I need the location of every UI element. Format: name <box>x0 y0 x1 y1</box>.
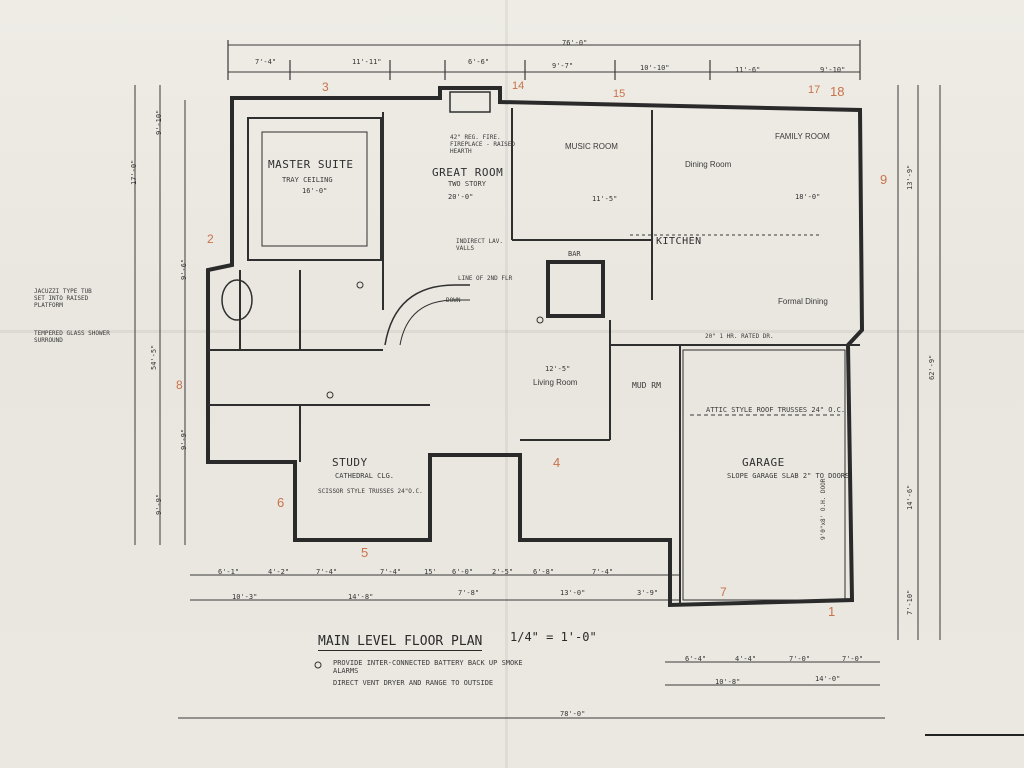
room-label-music-room: MUSIC ROOM <box>565 142 618 151</box>
dim-top-7: 9'-10" <box>820 66 846 74</box>
mark: 6 <box>277 495 285 510</box>
mark: 17 <box>808 84 821 96</box>
jacuzzi-note: JACUZZI TYPE TUB SET INTO RAISED PLATFOR… <box>34 288 92 309</box>
dim-bottom2-1: 10'-3" <box>232 593 258 601</box>
music-room-dim: 11'-5" <box>592 195 618 203</box>
dim-bottom-9: 7'-4" <box>592 568 614 576</box>
dim-top-2: 11'-11" <box>352 58 382 66</box>
dim-bottom-1: 6'-1" <box>218 568 240 576</box>
dim-garage-1: 6'-4" <box>685 655 707 663</box>
room-label-formal-dining: Formal Dining <box>778 297 828 306</box>
dim-bottom2-5: 3'-9" <box>637 589 659 597</box>
dim-top-3: 6'-6" <box>468 58 490 66</box>
dim-left-4: 9'-6" <box>180 258 188 280</box>
dim-left-1: 17'-0" <box>130 159 138 185</box>
note-dryer-range: DIRECT VENT DRYER AND RANGE TO OUTSIDE <box>333 679 494 687</box>
dim-top-5: 10'-10" <box>640 64 670 72</box>
room-label-great-room: GREAT ROOM <box>432 166 504 179</box>
dim-garage-3: 7'-0" <box>789 655 811 663</box>
dim-garage-4: 7'-0" <box>842 655 864 663</box>
attic-note: ATTIC STYLE ROOF TRUSSES 24" O.C. <box>706 406 846 414</box>
great-room-dim: 20'-0" <box>448 193 474 201</box>
room-label-living-room: Living Room <box>533 378 578 387</box>
great-room-note: TWO STORY <box>448 180 486 188</box>
dim-right-1: 13'-9" <box>906 164 914 190</box>
master-suite-note: TRAY CEILING <box>282 176 333 184</box>
room-label-mud-rm: MUD RM <box>632 381 661 390</box>
line-above-note: LINE OF 2ND FLR <box>458 275 513 282</box>
dim-bottom2-3: 7'-8" <box>458 589 480 597</box>
garage-door-note: 9'0"x8' O.H. DOOR <box>820 478 827 540</box>
room-label-bar: BAR <box>568 250 581 258</box>
dim-bottom-4: 7'-4" <box>380 568 402 576</box>
dim-top-1: 7'-4" <box>255 58 277 66</box>
fold-line <box>505 0 508 768</box>
dim-bottom-2: 4'-2" <box>268 568 290 576</box>
dim-bottom-8: 6'-8" <box>533 568 555 576</box>
dim-right-3: 7'-10" <box>906 589 914 615</box>
mark: 3 <box>322 80 329 94</box>
dim-garage-6: 14'-0" <box>815 675 841 683</box>
dim-overall-top: 76'-0" <box>562 39 588 47</box>
mark: 7 <box>720 585 727 599</box>
mark: 18 <box>830 84 845 99</box>
dim-top-6: 11'-6" <box>735 66 761 74</box>
study-note-2: SCISSOR STYLE TRUSSES 24"O.C. <box>318 488 423 495</box>
room-label-kitchen: KITCHEN <box>656 236 702 247</box>
living-room-dim: 12'-5" <box>545 365 571 373</box>
dim-overall-bottom: 78'-0" <box>560 710 586 718</box>
mark: 15 <box>613 88 626 100</box>
dim-left-5: 9'-9" <box>155 493 163 515</box>
dim-left-3: 9'-9" <box>180 428 188 450</box>
garage-note: SLOPE GARAGE SLAB 2" TO DOORS <box>727 472 850 480</box>
dim-garage-5: 10'-8" <box>715 678 741 686</box>
fireplace-note: 42" REG. FIRE. FIREPLACE - RAISED HEARTH <box>450 134 516 155</box>
room-label-dining-room: Dining Room <box>685 160 732 169</box>
dim-bottom-3: 7'-4" <box>316 568 338 576</box>
room-label-study: STUDY <box>332 456 368 469</box>
fold-line <box>0 330 1024 333</box>
dim-left-total: 54'-5" <box>150 344 158 370</box>
dim-left-2: 9'-10" <box>155 109 163 135</box>
dim-bottom-5: 15' <box>424 568 437 576</box>
dim-right-total: 62'-9" <box>928 354 936 380</box>
indirect-note: INDIRECT LAV. VALLS <box>456 238 503 252</box>
master-suite-dim: 16'-0" <box>302 187 328 195</box>
mark: 8 <box>176 378 183 392</box>
dim-garage-2: 4'-4" <box>735 655 757 663</box>
room-label-master-suite: MASTER SUITE <box>268 158 354 171</box>
dim-right-2: 14'-6" <box>906 484 914 510</box>
rated-door-note: 20" 1 HR. RATED DR. <box>705 333 774 340</box>
plan-scale: 1/4" = 1'-0" <box>510 630 597 644</box>
dim-top-4: 9'-7" <box>552 62 574 70</box>
mark: 2 <box>207 232 214 246</box>
mark: 9 <box>880 172 888 187</box>
mark: 1 <box>828 604 836 619</box>
mark: 5 <box>361 545 369 560</box>
dim-bottom2-4: 13'-0" <box>560 589 586 597</box>
dim-bottom-7: 2'-5" <box>492 568 514 576</box>
note-smoke-alarms: PROVIDE INTER-CONNECTED BATTERY BACK UP … <box>333 659 523 675</box>
mark: 4 <box>553 455 561 470</box>
shower-note: TEMPERED GLASS SHOWER SURROUND <box>34 330 110 344</box>
room-label-family-room: FAMILY ROOM <box>775 132 830 141</box>
down-note: DOWN <box>446 297 461 304</box>
dim-bottom2-2: 14'-8" <box>348 593 374 601</box>
study-note: CATHEDRAL CLG. <box>335 472 395 480</box>
dim-bottom-6: 6'-0" <box>452 568 474 576</box>
family-room-dim: 18'-0" <box>795 193 821 201</box>
room-label-garage: GARAGE <box>742 456 785 469</box>
mark: 14 <box>512 80 525 92</box>
plan-title: MAIN LEVEL FLOOR PLAN <box>318 634 483 651</box>
